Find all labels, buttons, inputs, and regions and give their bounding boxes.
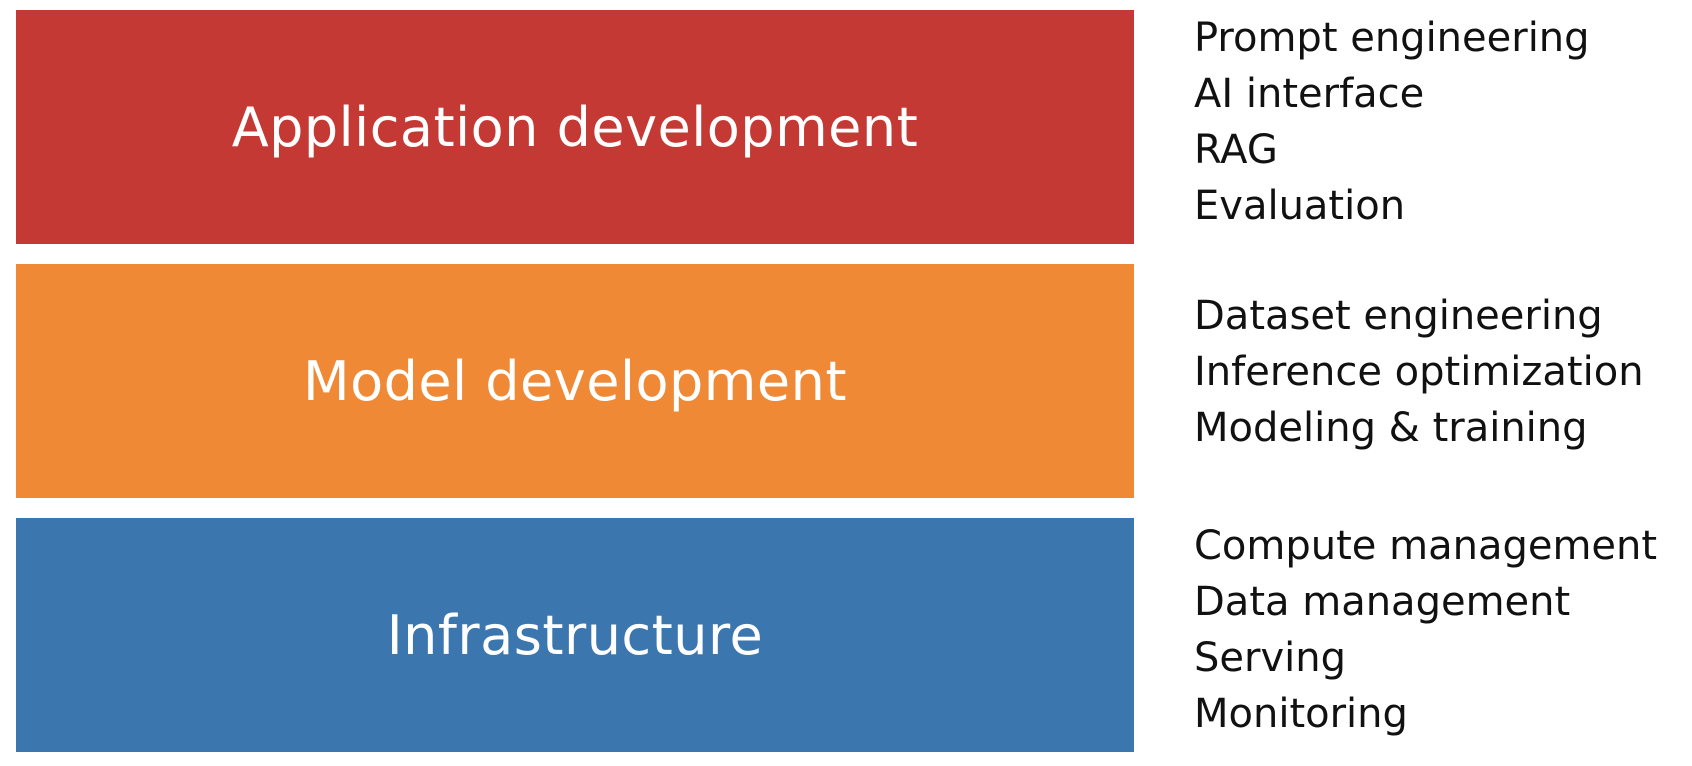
- layer-item: Compute management: [1194, 523, 1658, 569]
- layer-infrastructure: Infrastructure Compute management Data m…: [0, 518, 1692, 752]
- layer-application: Application development Prompt engineeri…: [0, 10, 1692, 244]
- layer-model: Model development Dataset engineering In…: [0, 264, 1692, 498]
- layer-item: Prompt engineering: [1194, 15, 1590, 61]
- layer-item: Dataset engineering: [1194, 293, 1603, 339]
- layer-model-box: Model development: [16, 264, 1134, 498]
- layer-item: Modeling & training: [1194, 405, 1588, 451]
- layer-model-title: Model development: [302, 349, 848, 413]
- layer-infrastructure-box: Infrastructure: [16, 518, 1134, 752]
- layer-application-items: Prompt engineering AI interface RAG Eval…: [1194, 10, 1590, 234]
- layer-item: AI interface: [1194, 71, 1425, 117]
- layer-item: Evaluation: [1194, 183, 1406, 229]
- layer-item: Monitoring: [1194, 691, 1408, 737]
- layer-item: RAG: [1194, 127, 1278, 173]
- layer-application-box: Application development: [16, 10, 1134, 244]
- layer-application-title: Application development: [231, 95, 919, 159]
- layer-infrastructure-items: Compute management Data management Servi…: [1194, 518, 1657, 742]
- layer-item: Inference optimization: [1194, 349, 1644, 395]
- layer-item: Serving: [1194, 635, 1346, 681]
- layer-item: Data management: [1194, 579, 1571, 625]
- layer-model-items: Dataset engineering Inference optimizati…: [1194, 288, 1644, 456]
- layer-infrastructure-title: Infrastructure: [386, 603, 764, 667]
